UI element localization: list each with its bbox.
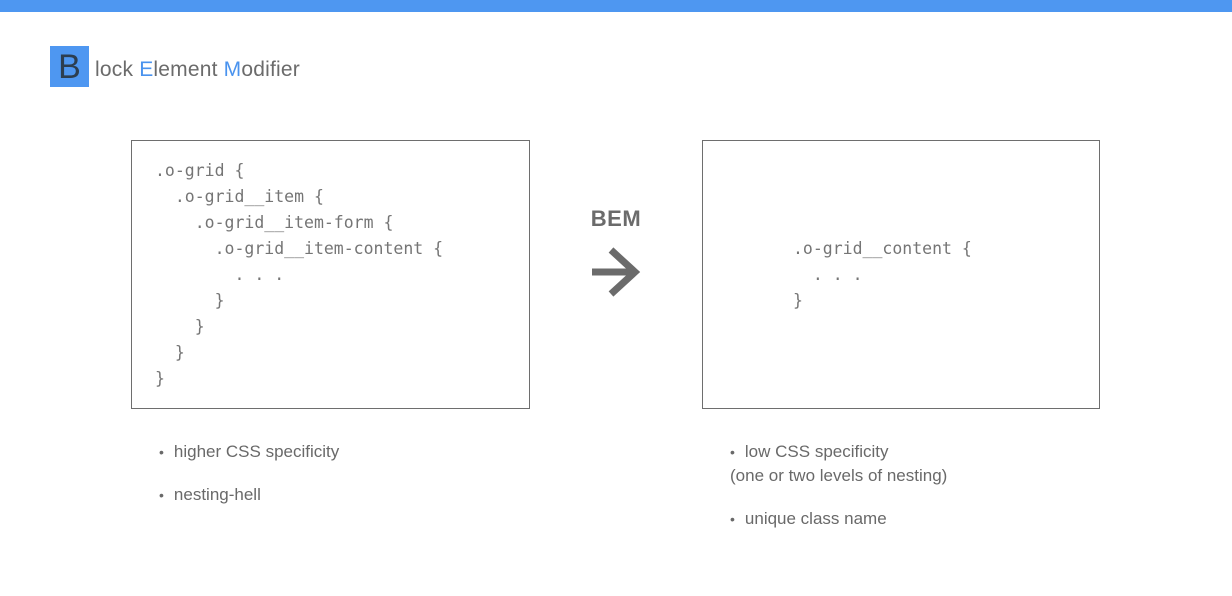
note-text: higher CSS specificity — [173, 442, 340, 461]
title-seg-lock: lock — [95, 58, 140, 81]
nested-css-notes: • higher CSS specificity • nesting-hell — [159, 440, 539, 526]
top-accent-bar — [0, 0, 1232, 12]
list-item: • low CSS specificity (one or two levels… — [730, 440, 1110, 488]
bullet-icon: • — [159, 487, 164, 503]
title-seg-m: M — [223, 58, 242, 81]
title-seg-e: E — [139, 58, 154, 81]
title-seg-lement: lement — [153, 58, 224, 81]
bullet-icon: • — [730, 511, 735, 527]
note-subtext: (one or two levels of nesting) — [730, 466, 948, 485]
bem-css-code: .o-grid__content { . . . } — [793, 239, 972, 310]
nested-css-code-box: .o-grid { .o-grid__item { .o-grid__item-… — [131, 140, 530, 409]
bem-notes: • low CSS specificity (one or two levels… — [730, 440, 1110, 550]
bullet-icon: • — [159, 444, 164, 460]
nested-css-code: .o-grid { .o-grid__item { .o-grid__item-… — [155, 161, 444, 388]
note-text: nesting-hell — [173, 485, 261, 504]
title-text: lock Element Modifier — [95, 58, 300, 82]
bullet-icon: • — [730, 444, 735, 460]
slide-title: B lock Element Modifier — [50, 46, 300, 87]
title-b-chip: B — [50, 46, 89, 87]
note-text: low CSS specificity — [744, 442, 889, 461]
bem-label: BEM — [590, 206, 642, 231]
list-item: • nesting-hell — [159, 483, 539, 507]
right-arrow-icon — [592, 247, 641, 297]
list-item: • unique class name — [730, 507, 1110, 531]
list-item: • higher CSS specificity — [159, 440, 539, 464]
note-text: unique class name — [744, 509, 887, 528]
title-seg-odifier: odifier — [241, 58, 300, 81]
bem-transform: BEM — [571, 207, 661, 303]
bem-css-code-box: .o-grid__content { . . . } — [702, 140, 1100, 409]
